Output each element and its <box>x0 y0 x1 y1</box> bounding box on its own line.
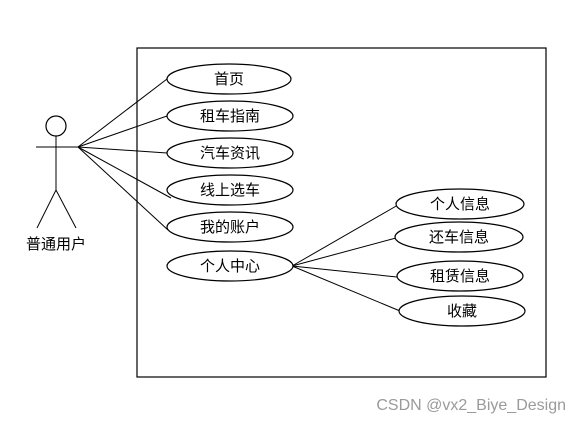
sub-use-case-rent: 租赁信息 <box>396 260 524 292</box>
actor-leg-right <box>55 189 77 229</box>
sub-use-case-label: 租赁信息 <box>430 267 490 285</box>
use-case-account: 我的账户 <box>166 211 294 243</box>
use-case-label: 线上选车 <box>200 181 260 199</box>
sub-use-case-label: 个人信息 <box>430 195 490 213</box>
sub-use-case-info: 个人信息 <box>395 188 525 220</box>
watermark-text: CSDN @vx2_Biye_Design <box>376 397 566 414</box>
center-associations <box>291 204 401 312</box>
association-guide <box>77 115 168 148</box>
actor-leg-left <box>36 189 57 229</box>
association-account <box>77 146 169 231</box>
sub-use-case-label: 收藏 <box>447 302 477 320</box>
sub-use-case-label: 还车信息 <box>429 228 489 246</box>
association-news <box>77 146 168 154</box>
association-home <box>77 78 168 148</box>
use-case-select: 线上选车 <box>166 174 294 206</box>
use-case-label: 个人中心 <box>200 257 260 275</box>
association-rent <box>291 265 398 278</box>
actor-figure <box>36 115 78 229</box>
association-return <box>291 237 397 267</box>
use-case-label: 首页 <box>214 70 244 88</box>
system-boundary <box>136 47 547 378</box>
association-select <box>77 146 172 199</box>
use-case-news: 汽车资讯 <box>166 137 294 169</box>
association-info <box>291 204 399 267</box>
use-case-center: 个人中心 <box>166 250 294 282</box>
use-case-label: 我的账户 <box>200 218 260 236</box>
sub-use-case-return: 还车信息 <box>394 221 524 253</box>
use-case-label: 租车指南 <box>200 107 260 125</box>
association-fav <box>291 265 401 312</box>
actor-head <box>45 115 67 137</box>
sub-use-case-fav: 收藏 <box>398 295 526 327</box>
use-case-label: 汽车资讯 <box>200 144 260 162</box>
actor-associations <box>77 78 172 231</box>
use-case-home: 首页 <box>166 63 292 95</box>
actor-label: 普通用户 <box>26 235 86 253</box>
use-case-guide: 租车指南 <box>166 100 294 132</box>
